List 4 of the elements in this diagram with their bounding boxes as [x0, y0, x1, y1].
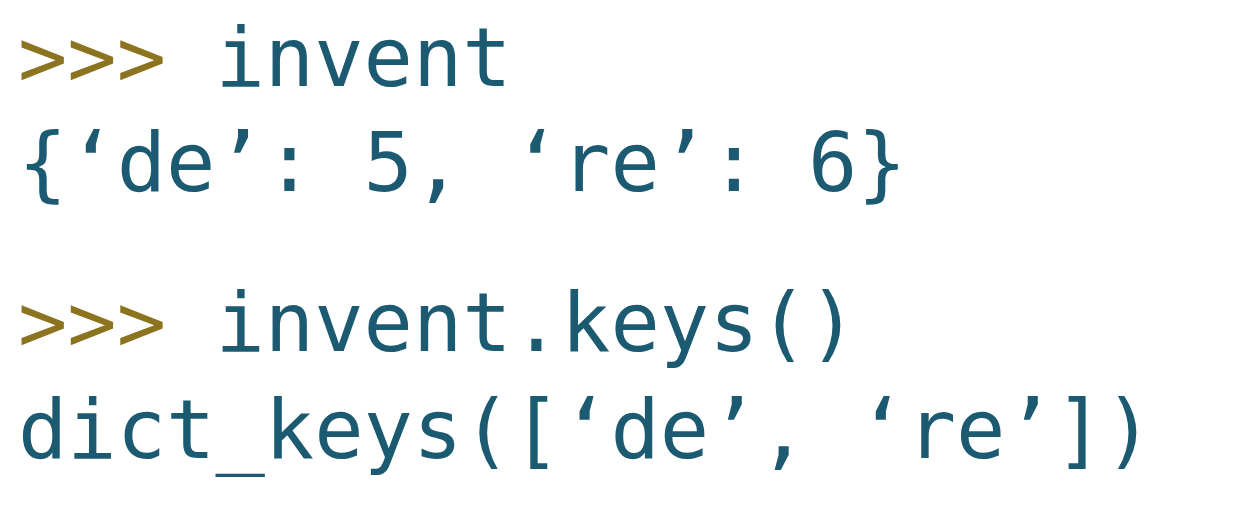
code-input-line: >>> invent [18, 10, 512, 106]
code-input-line: >>> invent.keys() [18, 275, 858, 371]
code-output-line: {‘de’: 5, ‘re’: 6} [18, 115, 907, 211]
code-output-line: dict_keys([‘de’, ‘re’]) [18, 382, 1154, 478]
